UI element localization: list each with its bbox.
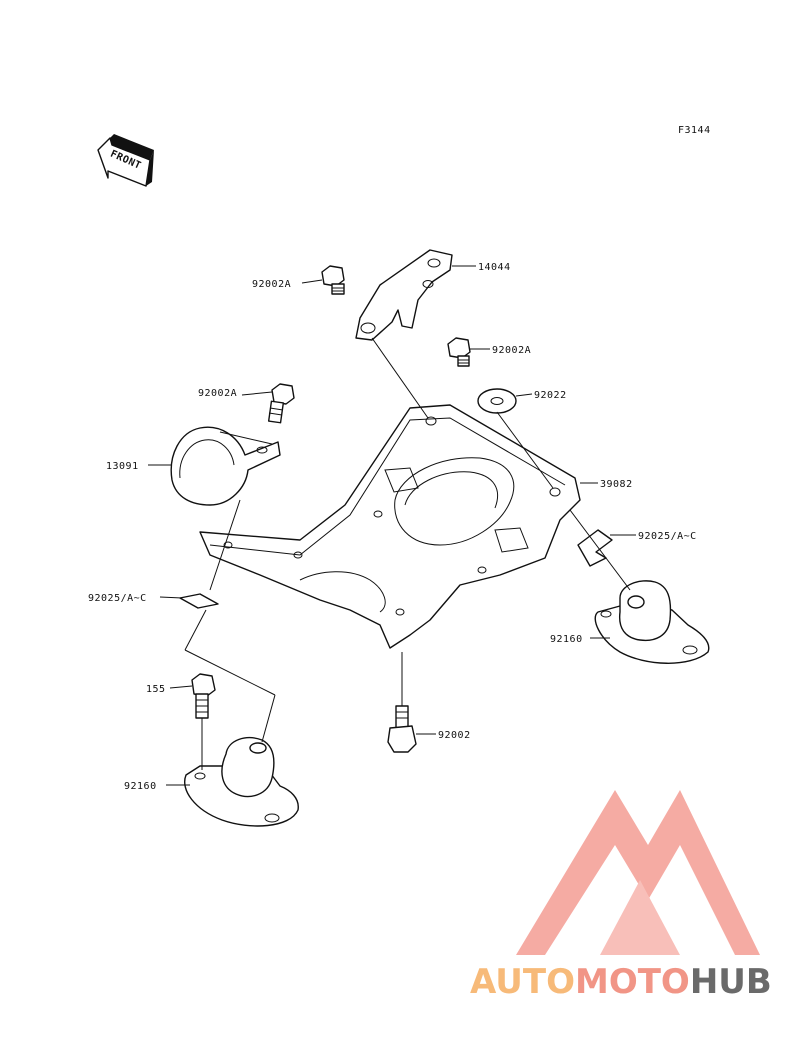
mount-92160-right: [594, 580, 710, 664]
callout-92002: 92002: [438, 730, 471, 741]
callout-92002a-top: 92002A: [252, 279, 291, 290]
mount-92160-left: [184, 736, 299, 827]
callout-92160-left: 92160: [124, 781, 157, 792]
callout-92025-right: 92025/A~C: [638, 531, 697, 542]
clip-92025-left: [179, 593, 219, 609]
watermark-logo: AUTOMOTOHUB: [470, 790, 772, 1002]
watermark-moto: MOTO: [575, 962, 690, 1002]
bracket-14044: [355, 249, 453, 341]
callout-155: 155: [146, 684, 166, 695]
callout-39082: 39082: [600, 479, 633, 490]
washer-92022: [477, 388, 517, 414]
clip-92025-right: [577, 529, 613, 567]
bolt-92002a-top: [321, 265, 345, 295]
callout-92022: 92022: [534, 390, 567, 401]
callout-14044: 14044: [478, 262, 511, 273]
callout-13091: 13091: [106, 461, 139, 472]
watermark-auto: AUTO: [470, 962, 575, 1002]
bolt-92002: [387, 705, 417, 753]
figure-code: F3144: [678, 125, 711, 136]
callout-92025-left: 92025/A~C: [88, 593, 147, 604]
watermark-triangle-icon: [516, 790, 760, 955]
plate-39082: [199, 404, 581, 649]
strap-13091: [170, 426, 281, 506]
watermark-hub: HUB: [690, 962, 772, 1002]
callout-92160-right: 92160: [550, 634, 583, 645]
front-arrow-icon: FRONT: [97, 134, 154, 187]
bolt-155: [191, 673, 216, 719]
watermark-text: AUTOMOTOHUB: [470, 962, 772, 1002]
leader-lines: [148, 265, 636, 786]
bolt-92002a-left: [267, 383, 295, 424]
bolt-92002a-right: [447, 337, 471, 367]
callout-92002a-left: 92002A: [198, 388, 237, 399]
callout-92002a-right: 92002A: [492, 345, 531, 356]
